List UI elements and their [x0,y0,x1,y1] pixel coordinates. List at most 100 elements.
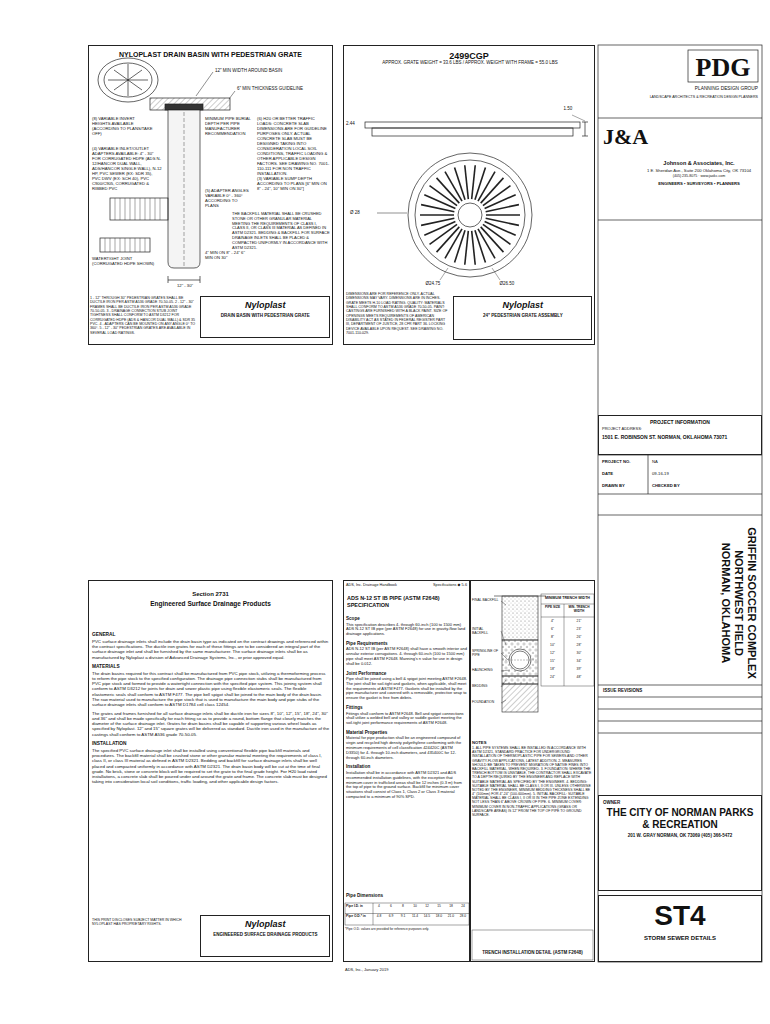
sheet-label: 6" MIN THICKNESS GUIDELINE [237,86,327,91]
panel-box: TRENCH INSTALLATION DETAIL (ASTM F2648) [470,580,595,962]
sheet-label: NA [652,459,696,464]
sheet-label: 12 [421,905,433,909]
sheet-label: Johnson & Associates, Inc. [640,160,758,167]
node-text: ADS N-12 ST IB PIPE (ASTM F2648) SPECIFI… [347,595,466,608]
title-block: NyloplastDRAIN BASIN WITH PEDESTRIAN GRA… [200,296,330,338]
grate-slot [475,167,486,199]
sheet-label: 24" [541,676,564,680]
sheet-label: 26" [564,636,594,640]
sheet-label: MINIMUM PIPE BURIAL DEPTH PER PIPE MANUF… [205,116,253,136]
sheet-label: 4 [373,905,385,909]
sheet-label: Joint Performance [346,671,467,677]
node-text: NYLOPLAST DRAIN BASIN WITH PEDESTRIAN GR… [93,51,328,59]
node-text: Nyloplast [204,300,326,311]
sheet-label: *Pipe O.D. values are provided for refer… [345,928,469,932]
sheet-label: DIMENSIONS ARE FOR REFERENCE ONLY. ACTUA… [346,292,450,335]
sheet-label: MINIMUM TRENCH WIDTH [541,596,594,600]
node-text: Nyloplast [204,919,326,930]
sheet-label: ADS, Inc. Drainage Handbook [346,583,416,588]
sheet-label: ISSUE REVISIONS [603,688,683,693]
pipe-table-grid [345,903,469,925]
grate-slot [486,205,519,212]
sheet-label: 21.0 [445,915,457,919]
sheet-label: 24 [457,905,469,909]
sheet-label: CHECKED BY [652,483,696,488]
sheet-label: (4) VARIABLE INLET/OUTLET ADAPTERS AVAIL… [92,146,162,191]
grate-slot [472,231,476,265]
sheet-label: Specifications ◆ 5-6 [418,583,467,588]
sheet-label: APPROX. GRATE WEIGHT = 33.6 LBS / APPROX… [360,60,580,65]
sheet-label: MIN. TRENCH WIDTH [564,606,594,614]
sheet-label: 15" [541,660,564,664]
sheet-label: Fittings [346,705,467,711]
grate-slot [465,231,469,265]
node-text: Nyloplast [457,300,588,311]
sheet-label: Installation shall be in accordance with… [346,771,467,800]
grate-slot [445,172,462,201]
sheet-label: 39" [564,668,594,672]
sheet-label: 28.0 [457,915,469,919]
sheet-label: GRIFFIN SOCCER COMPLEX NORTHWEST FIELD N… [718,524,758,682]
sheet-label: 10" [541,644,564,648]
sheet-label: Ø 28 [350,210,376,215]
sheet-label: 34" [564,660,594,664]
sheet-label: 6 [385,905,397,909]
trench-figure [472,594,594,960]
panel-box: ST4STORM SEWER DETAILS [598,895,762,962]
node-text: THE CITY OF NORMAN PARKS & RECREATION [603,807,757,831]
sheet-label: This specification describes 4- through … [346,623,467,637]
grate-slot [478,229,495,258]
sheet-label: DRAWN BY [602,483,646,488]
sheet-label: HAUNCHING [472,668,500,672]
sheet-label: 1. ALL PIPE SYSTEMS SHALL BE INSTALLED I… [472,746,593,817]
sheet-label: 9.1 [397,915,409,919]
sheet-label: FOUNDATION [472,700,500,704]
sheet-label: PIPE SIZE [541,606,564,610]
sheet-label: 18 [445,905,457,909]
grate-slot [455,230,466,262]
sheet-label: GENERAL [92,632,192,638]
sheet-label: Pipe Requirements [346,641,467,647]
sheet-label: Installation [346,764,467,770]
sheet-label: Pipe Dimensions [346,893,467,899]
title-block: NyloplastENGINEERED SURFACE DRAINAGE PRO… [200,915,330,957]
sheet-label: Pipe I.D. in [346,905,373,909]
panel-box: PROJECT INFORMATIONPROJECT ADDRESS:1501 … [598,415,762,455]
sheet-label: PLANNING DESIGN GROUP [640,86,758,92]
sheet-label: 11.4 [409,915,421,919]
sheet-label: 2.44 [346,121,363,126]
node-text: PROJECT INFORMATION [602,419,758,425]
sheet-label: 48" [564,676,594,680]
sheet-label: 1 E. Sheridan Ave., Suite 200 Oklahoma C… [640,168,758,173]
sheet-label: 4" MIN ON 8" - 24" 6" MIN ON 30" [205,250,251,260]
node-text: DRAIN BASIN WITH PEDESTRIAN GRATE [204,313,326,318]
sheet-label: DATE [602,471,646,476]
sheet-label: PVC surface drainage inlets shall includ… [92,639,330,660]
sheet-label: 12" [541,652,564,656]
sheet-label: 23" [564,628,594,632]
sheet-label: ADS N-12 ST IB (per ASTM F2648) shall ha… [346,647,467,666]
sheet-label: 8" [541,636,564,640]
sheet-label: 15 [433,905,445,909]
sheet-label: (8) VARIABLE INVERT HEIGHTS AVAILABLE (A… [92,116,154,136]
grate-slot [472,165,476,199]
sheet-label: WATERTIGHT JOINT (CORRUGATED HDPE SHOWN) [92,256,162,266]
node-text: STORM SEWER DETAILS [602,935,758,942]
sheet-label: Fittings shall conform to ASTM F2648. Be… [346,712,467,726]
sheet-label: 18" [541,668,564,672]
node-text: ST4 [602,899,758,933]
title-column-frame [598,45,762,962]
sheet-label: Pipe O.D.* in [346,915,373,919]
sheet-label: 18.0 [433,915,445,919]
sheet-label: BEDDING [472,684,500,688]
sheet-label: The drain basins required for this contr… [92,671,330,708]
sheet-label: (405) 235-8075 · www.jaokc.com [640,174,758,178]
node-text: 1501 E. ROBINSON ST. NORMAN, OKLAHOMA 73… [602,434,758,440]
sheet-label: MATERIALS [92,664,192,670]
sheet-label: SPRINGLINE OF PIPE [472,649,500,657]
sheet-label: J&A [603,124,653,150]
sheet-label: 6" [541,628,564,632]
sheet-label: NOTES [472,740,532,745]
sheet-label: 12" MIN WIDTH AROUND BASIN [215,68,315,73]
sheet-label: (5) ADAPTER ANGLES VARIABLE 0° - 360° AC… [205,188,251,208]
